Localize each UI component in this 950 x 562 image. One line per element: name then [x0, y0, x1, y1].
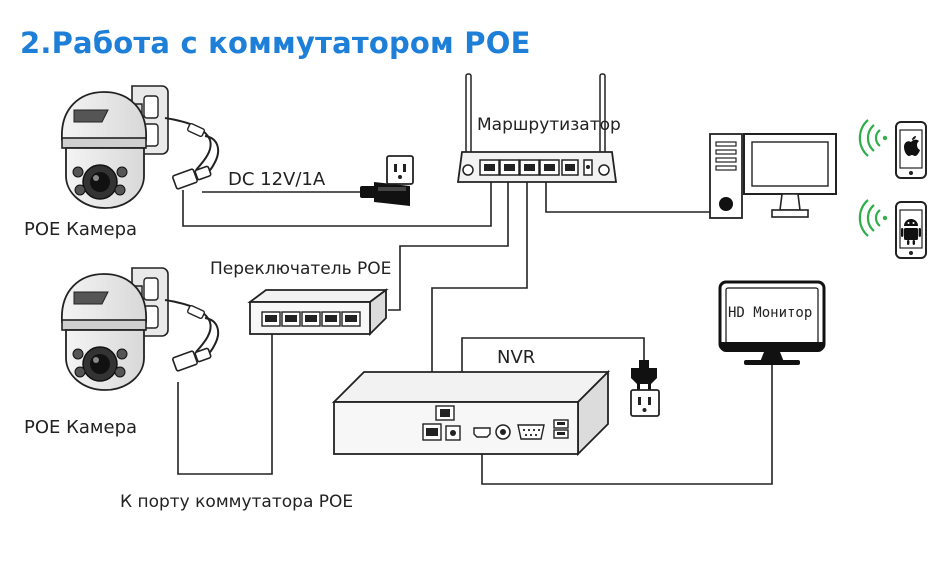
- connection-lines: [177, 178, 773, 485]
- monitor-label: HD Монитор: [728, 305, 813, 321]
- android-phone-icon: [895, 201, 927, 259]
- apple-phone-icon: [895, 121, 927, 179]
- switch-port-label: К порту коммутатора POE: [120, 492, 354, 512]
- wifi-icon: [858, 119, 888, 237]
- page-title: 2.Работа с коммутатором POE: [20, 26, 531, 60]
- power-label: DC 12V/1A: [228, 169, 326, 190]
- nvr-icon: [331, 369, 611, 457]
- router-label: Маршрутизатор: [477, 115, 621, 135]
- ptz-camera-icon: [61, 85, 220, 209]
- desktop-computer-icon: [709, 133, 837, 219]
- camera1-label: POE Камера: [24, 219, 138, 240]
- poe-switch-icon: [247, 288, 389, 337]
- power-adapter-icon: [360, 182, 410, 206]
- hd-monitor-icon: [718, 280, 826, 365]
- power-outlet-icon: [386, 155, 414, 185]
- power-outlet-icon: [630, 389, 660, 417]
- nvr-label: NVR: [497, 347, 536, 368]
- ptz-camera-icon: [61, 267, 220, 391]
- camera2-label: POE Камера: [24, 417, 138, 438]
- router-icon: [456, 73, 618, 183]
- switch-label: Переключатель POE: [210, 259, 392, 279]
- power-plug-icon: [631, 360, 657, 392]
